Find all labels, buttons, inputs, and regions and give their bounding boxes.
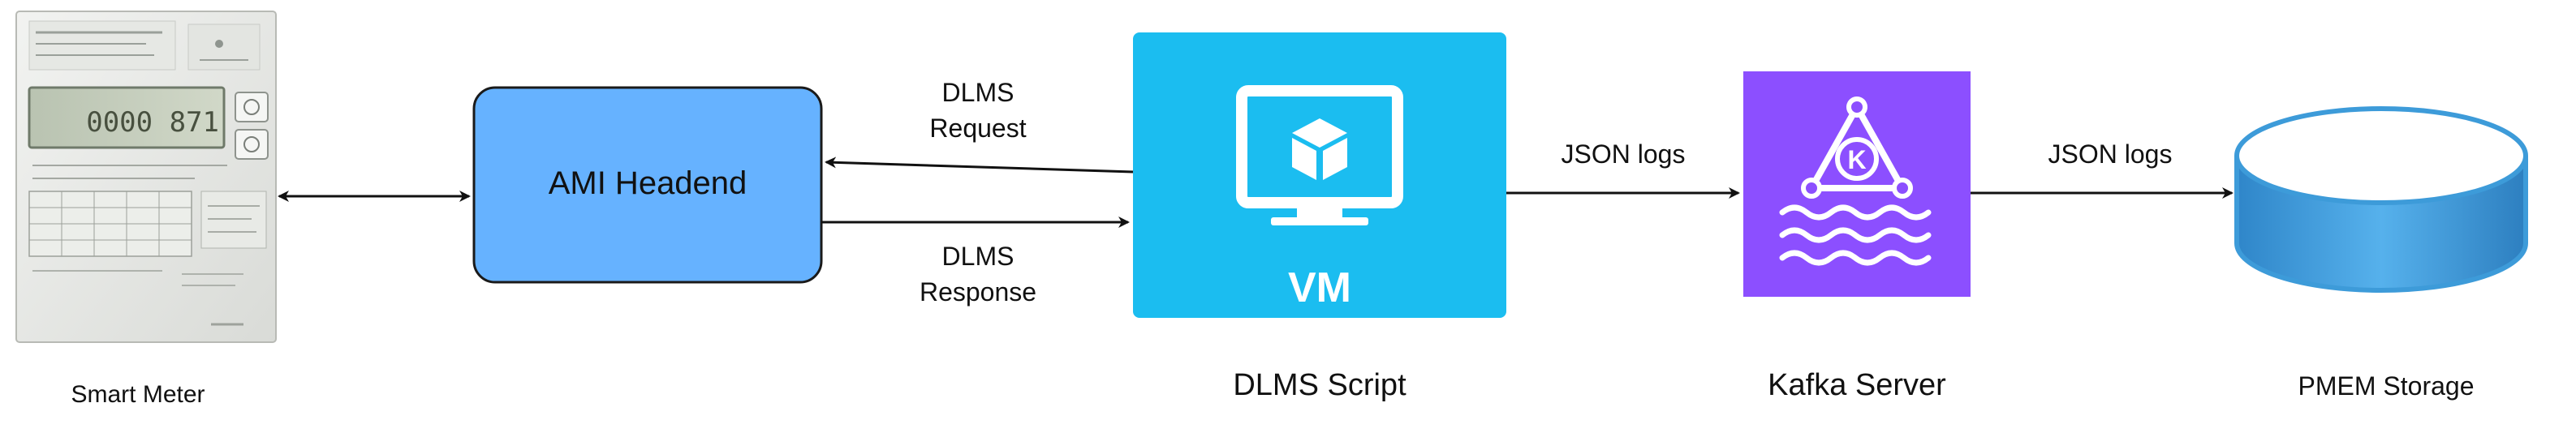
pmem-storage-label: PMEM Storage (2298, 371, 2475, 401)
ami-headend-box (472, 86, 823, 284)
kafka-icon: K (1779, 96, 1932, 266)
dlms-script-label: DLMS Script (1233, 368, 1406, 402)
dlms-request-label: DLMS Request (885, 75, 1071, 146)
dlms-response-line1: DLMS (941, 242, 1014, 271)
dlms-response-label: DLMS Response (885, 238, 1071, 310)
dlms-request-line2: Request (929, 114, 1027, 143)
kafka-server-label: Kafka Server (1768, 368, 1946, 402)
kafka-tile: K (1743, 71, 1971, 297)
virtual-machine-icon (1236, 85, 1403, 225)
smart-meter-image: 0000 871 (15, 11, 277, 343)
dlms-request-arrow (825, 156, 1134, 174)
dlms-request-line1: DLMS (941, 78, 1014, 107)
dlms-response-line2: Response (919, 277, 1037, 307)
kafka-icon-letter: K (1847, 145, 1866, 174)
json-logs-label-1: JSON logs (1561, 139, 1686, 169)
ami-headend-label: AMI Headend (548, 165, 747, 201)
vm-icon-label: VM (1288, 264, 1351, 311)
meter-display-reading: 0000 871 (86, 106, 219, 139)
smart-meter-label: Smart Meter (71, 381, 205, 408)
vm-tile: VM (1133, 32, 1506, 318)
database-cylinder-icon (2234, 106, 2528, 293)
json-logs-label-2: JSON logs (2048, 139, 2173, 169)
